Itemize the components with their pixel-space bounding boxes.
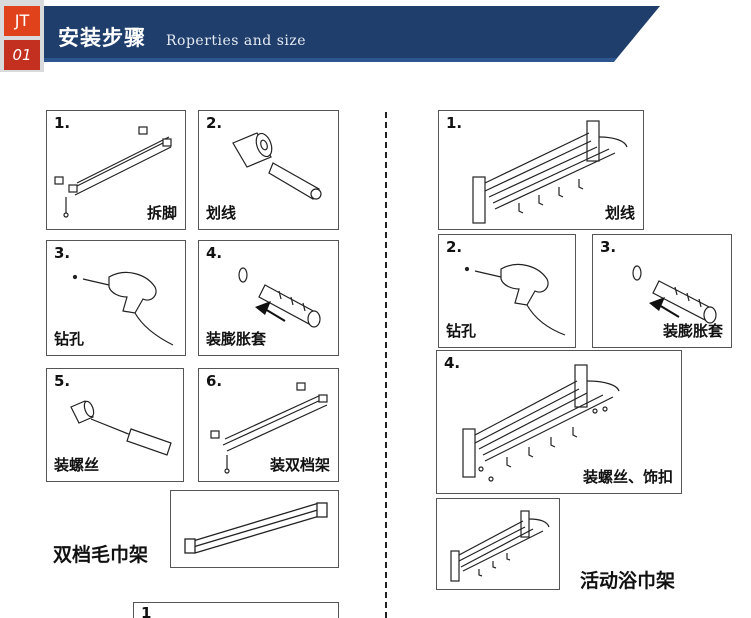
step-label: 装膨胀套	[206, 330, 267, 348]
marking-illustration	[232, 132, 322, 200]
screwdriver-illustration	[70, 400, 172, 456]
anchor-illustration	[632, 265, 717, 324]
right-step-3: 3. 装膨胀套	[592, 234, 732, 348]
header-bar	[0, 6, 660, 62]
step-label: 拆脚	[146, 204, 177, 222]
step-number: 3.	[600, 238, 617, 256]
step-number: 6.	[206, 372, 223, 390]
right-product-caption: 活动浴巾架	[580, 570, 676, 592]
step-label: 装双档架	[269, 456, 330, 474]
mounted-bar-illustration	[210, 382, 328, 474]
left-step-1: 1. 拆脚	[46, 110, 186, 230]
step-number: 1.	[446, 114, 463, 132]
step-number: 4.	[206, 244, 223, 262]
step-number: 5.	[54, 372, 71, 390]
finished-folding-shelf	[436, 498, 560, 590]
step-label: 钻孔	[446, 322, 477, 340]
right-step-1: 1. 划线	[438, 110, 644, 230]
left-step-6: 6. 装双档架	[198, 368, 339, 482]
shelf-assembly-illustration	[462, 364, 620, 482]
double-bar-product-image	[184, 502, 328, 554]
header-title: 安装步骤	[58, 26, 146, 50]
step-label: 划线	[206, 204, 237, 222]
drill-icon	[464, 264, 566, 336]
folding-shelf-product-image	[450, 510, 550, 582]
drill-icon	[72, 272, 174, 346]
step-label: 装螺丝	[54, 456, 100, 474]
double-bar-illustration	[54, 126, 172, 218]
left-product-caption: 双档毛巾架	[53, 544, 149, 566]
left-step-3: 3. 钻孔	[46, 240, 186, 356]
left-next-step-box: 1	[133, 602, 339, 618]
header-badge: JT 01	[0, 0, 44, 72]
left-step-4: 4. 装膨胀套	[198, 240, 339, 356]
step-number: 3.	[54, 244, 71, 262]
left-step-2: 2. 划线	[198, 110, 339, 230]
badge-bottom: 01	[4, 40, 40, 70]
step-number: 2.	[206, 114, 223, 132]
right-step-4: 4. 装螺丝、饰扣	[436, 350, 682, 494]
step-label: 钻孔	[54, 330, 85, 348]
right-step-2: 2. 钻孔	[438, 234, 576, 348]
section-header: JT 01 安装步骤 Roperties and size	[0, 0, 751, 72]
header-subtitle: Roperties and size	[166, 33, 307, 49]
column-divider	[385, 112, 387, 618]
step-number: 4.	[444, 354, 461, 372]
anchor-illustration	[238, 267, 321, 328]
finished-double-bar	[170, 490, 339, 568]
step-number: 2.	[446, 238, 463, 256]
step-label: 装螺丝、饰扣	[582, 468, 673, 486]
left-step-5: 5. 装螺丝	[46, 368, 184, 482]
step-number: 1.	[54, 114, 71, 132]
step-label: 划线	[604, 204, 635, 222]
badge-top: JT	[4, 6, 40, 36]
step-label: 装膨胀套	[662, 322, 723, 340]
step-number: 1	[141, 604, 152, 618]
shelf-marking-illustration	[472, 120, 628, 224]
